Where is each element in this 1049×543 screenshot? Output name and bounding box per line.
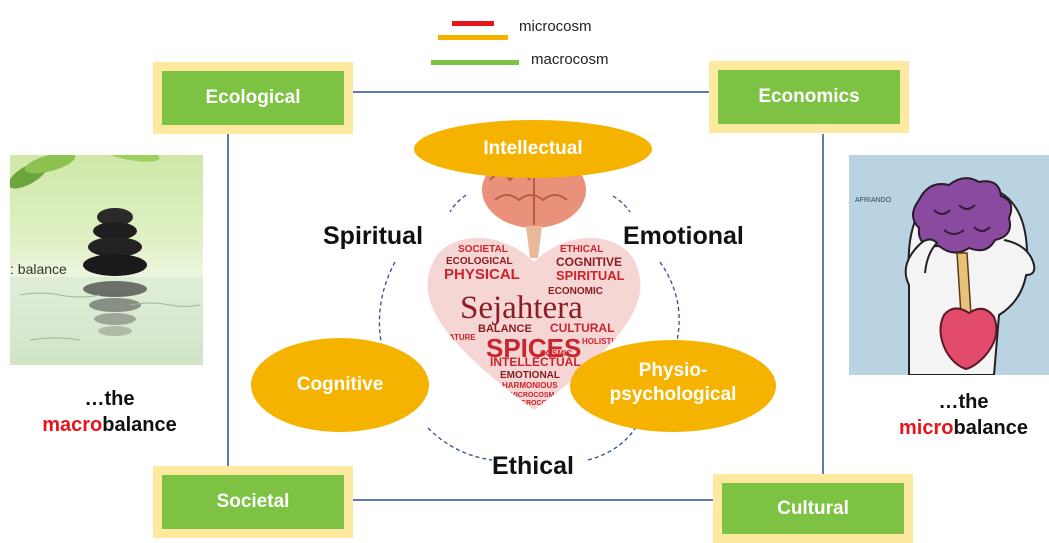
cloud-word: SOCIETAL — [458, 244, 508, 255]
ellipse-intellectual-label: Intellectual — [483, 138, 583, 160]
ellipse-physio-line1: Physio- — [638, 360, 708, 382]
box-cultural-label: Cultural — [722, 483, 904, 534]
cloud-word: EMOTIONAL — [500, 370, 560, 381]
cloud-word: ECONOMIC — [548, 286, 603, 297]
microbalance-image: AFRIANDO — [849, 155, 1049, 375]
box-cultural: Cultural — [713, 474, 913, 543]
box-ecological-label: Ecological — [162, 71, 344, 125]
legend-swatch-red — [452, 21, 494, 26]
ellipse-cognitive-label: Cognitive — [296, 374, 384, 396]
arc-bottom — [427, 427, 493, 461]
label-spiritual: Spiritual — [323, 222, 424, 250]
label-ethical: Ethical — [492, 452, 574, 480]
cloud-word: PHYSICAL — [444, 266, 520, 283]
cloud-word: ECOLOGICAL — [446, 256, 513, 267]
box-economics: Economics — [709, 61, 909, 133]
box-societal-label: Societal — [162, 475, 344, 529]
ellipse-physio-line2: psychological — [609, 384, 737, 405]
cloud-word: MACROCOSM — [510, 400, 558, 407]
ellipse-intellectual: Intellectual — [414, 120, 652, 178]
arc-right-bottom — [587, 419, 641, 461]
microbalance-caption: …the microbalance — [876, 389, 1049, 441]
arc-top-right — [612, 195, 631, 213]
cloud-center-word: Sejahtera — [460, 290, 583, 326]
cloud-word: INTELLECTUAL — [490, 355, 581, 369]
legend-swatch-orange — [438, 35, 508, 40]
macrobalance-caption-rest: balance — [102, 414, 177, 436]
cloud-word: NATURE — [443, 333, 476, 342]
cloud-word: COSMIC — [540, 349, 572, 358]
arc-left — [378, 261, 396, 353]
macrobalance-image: : balance — [10, 155, 203, 365]
box-ecological: Ecological — [153, 62, 353, 134]
cloud-word: CULTURAL — [550, 321, 614, 335]
label-emotional: Emotional — [623, 222, 744, 250]
macrobalance-caption-line1: …the — [84, 388, 135, 410]
cloud-big-word: SPICES — [486, 333, 581, 363]
microbalance-caption-rest: balance — [953, 417, 1028, 439]
arc-top-left — [449, 194, 467, 213]
box-societal: Societal — [153, 466, 353, 538]
microbalance-caption-line1: …the — [938, 391, 989, 413]
cloud-word: ETHICAL — [560, 244, 603, 255]
legend-label-microcosm: microcosm — [519, 18, 592, 35]
box-economics-label: Economics — [718, 70, 900, 124]
legend-label-macrocosm: macrocosm — [531, 51, 609, 68]
cloud-word: SPIRITUAL — [556, 268, 625, 283]
macrobalance-caption: …the macrobalance — [22, 386, 197, 438]
ellipse-physio-psychological: Physio- psychological — [570, 340, 776, 432]
macrobalance-caption-highlight: macro — [42, 414, 103, 436]
macrobalance-overlay-text: : balance — [10, 261, 67, 277]
cloud-word: BALANCE — [478, 323, 532, 335]
ellipse-cognitive: Cognitive — [251, 338, 429, 432]
microbalance-overlay-text: AFRIANDO — [855, 197, 892, 204]
cloud-word: MICROCOSM — [510, 392, 555, 399]
cloud-word: HARMONIOUS — [502, 381, 558, 390]
legend-swatch-green — [431, 60, 519, 65]
cloud-word: HOLISTIC — [582, 337, 620, 346]
cloud-word: COGNITIVE — [556, 255, 622, 269]
microbalance-caption-highlight: micro — [899, 417, 954, 439]
